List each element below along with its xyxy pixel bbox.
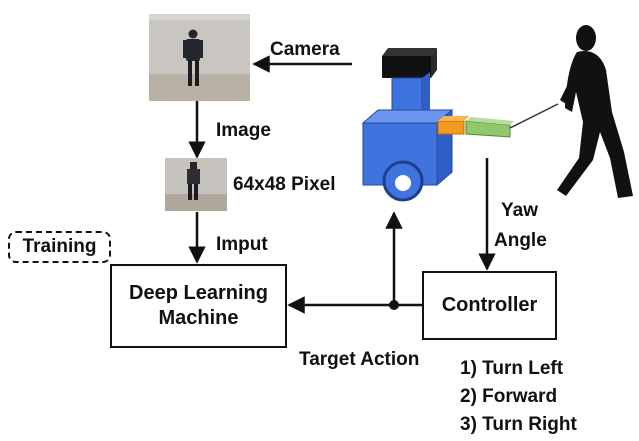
- deep-learning-machine-box: Deep Learning Machine: [110, 264, 287, 348]
- action-turn-left: 1) Turn Left: [460, 358, 564, 379]
- angle-label: Angle: [494, 230, 547, 251]
- target-action-label: Target Action: [299, 349, 420, 370]
- person-silhouette: [557, 25, 633, 199]
- robot-illustration: [361, 48, 559, 202]
- camera-image-thumbnail: [149, 14, 250, 101]
- camera-label: Camera: [270, 39, 340, 60]
- deep-learning-line1: Deep Learning: [129, 282, 268, 304]
- pixel-size-label: 64x48 Pixel: [233, 174, 336, 195]
- training-label: Training: [8, 231, 111, 263]
- imput-label: Imput: [216, 234, 268, 255]
- yaw-label: Yaw: [501, 200, 538, 221]
- image-label: Image: [216, 120, 271, 141]
- action-forward: 2) Forward: [460, 386, 558, 407]
- downsampled-image-thumbnail: [165, 158, 227, 211]
- junction-dot: [389, 300, 399, 310]
- action-turn-right: 3) Turn Right: [460, 414, 577, 435]
- deep-learning-line2: Machine: [158, 307, 239, 329]
- controller-box: Controller: [422, 271, 557, 340]
